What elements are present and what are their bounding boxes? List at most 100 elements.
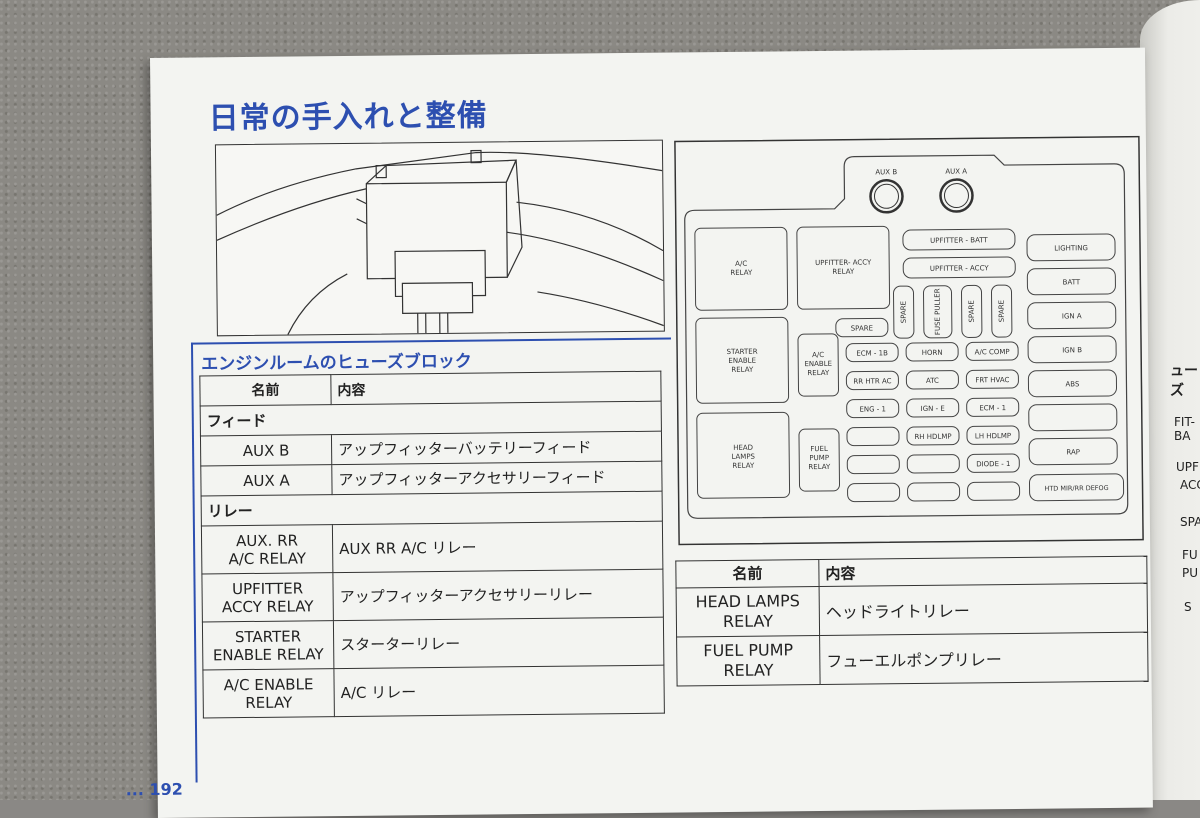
- fuse-block-diagram: AUX B AUX A A/C RELAY UPFITTER- ACCY REL…: [674, 135, 1144, 546]
- facing-text: PU: [1182, 566, 1199, 580]
- maxi-fuse-abs: [1027, 369, 1118, 398]
- fuse-horn: [905, 342, 959, 362]
- relay-label: A/C: [812, 351, 824, 359]
- facing-text: ューズ: [1170, 363, 1198, 399]
- fuse-label: RH HDLMP: [914, 433, 951, 441]
- fuse-spare-v: [990, 284, 1013, 338]
- fuse-block-illustration: [214, 139, 665, 337]
- section-rule: [190, 337, 671, 345]
- aux-a-label: AUX A: [945, 167, 967, 175]
- cell-name-line: A/C ENABLE: [223, 674, 314, 694]
- cell-name-line: RELAY: [245, 693, 293, 712]
- fuse-lh-hdlmp: [966, 425, 1020, 445]
- cell-content: アップフィッターアクセサリーリレー: [332, 569, 664, 621]
- fuse-label: SPARE: [900, 301, 908, 323]
- fuse-label: FUSE PULLER: [933, 288, 941, 335]
- fuse-label: UPFITTER - BATT: [930, 236, 988, 245]
- fuse-ign-e: [906, 398, 960, 418]
- maxi-fuse-htd-mir: [1028, 473, 1125, 502]
- relay-label: RELAY: [832, 268, 855, 276]
- relay-label: ENABLE: [804, 360, 832, 368]
- table-row: AUX A アップフィッターアクセサリーフィード: [200, 461, 663, 496]
- cell-name-line: STARTER: [234, 626, 302, 646]
- cell-name-line: HEAD LAMPS: [695, 591, 800, 612]
- fuse-ecm-1b: [845, 342, 899, 363]
- fuse-label: ECM - 1B: [856, 349, 888, 357]
- fuse-label: FRT HVAC: [975, 376, 1009, 384]
- relay-ac-enable: [797, 333, 840, 397]
- cell-name-line: A/C RELAY: [228, 548, 307, 568]
- relay-label: ENABLE: [728, 357, 756, 365]
- cell-content: AUX RR A/C リレー: [332, 521, 663, 573]
- group-label: リレー: [201, 491, 663, 526]
- relay-label: UPFITTER- ACCY: [815, 258, 872, 267]
- fuse-label: LH HDLMP: [975, 432, 1011, 440]
- fuse-empty: [907, 482, 961, 502]
- cell-name: AUX A: [200, 464, 333, 496]
- aux-b-terminal: [869, 179, 904, 214]
- page-number-value: 192: [149, 779, 183, 800]
- fuse-label: A/C COMP: [975, 348, 1010, 356]
- maxi-fuse-batt: [1026, 267, 1116, 296]
- fuse-block-drawing: [216, 149, 665, 335]
- fuse-empty: [906, 454, 960, 474]
- facing-text: ACC: [1180, 478, 1200, 492]
- group-label: フィード: [200, 401, 662, 436]
- relay-head-lamps: [696, 411, 791, 499]
- section-rule-vertical: [190, 342, 198, 783]
- cell-name-line: RELAY: [723, 660, 774, 681]
- aux-b-label: AUX B: [875, 168, 897, 176]
- cell-content: アップフィッターアクセサリーフィード: [331, 461, 663, 495]
- fuse-table-1: 名前 内容 フィード AUX B アップフィッターバッテリーフィード AUX A…: [199, 371, 665, 719]
- section-title: エンジンルームのヒューズブロック: [201, 351, 472, 375]
- relay-label: A/C: [735, 260, 747, 268]
- page-title: 日常の手入れと整備: [208, 98, 488, 137]
- relay-label: RELAY: [732, 462, 755, 470]
- manual-page: 日常の手入れと整備 エンジンルームのヒューズブロッ: [126, 47, 1153, 818]
- cell-name-line: FUEL PUMP: [703, 640, 794, 661]
- cell-content: アップフィッターバッテリーフィード: [331, 431, 662, 465]
- facing-text: UPFIT: [1176, 460, 1200, 474]
- relay-label: LAMPS: [731, 453, 755, 461]
- fuse-empty: [967, 481, 1021, 501]
- relay-label: RELAY: [807, 369, 830, 377]
- col-header-name: 名前: [199, 374, 332, 406]
- fuse-upfitter-batt: [902, 228, 1016, 251]
- fuse-ac-comp: [965, 341, 1019, 361]
- relay-label: RELAY: [731, 366, 754, 374]
- relay-upfitter-accy: [796, 225, 891, 310]
- fuse-label: SPARE: [968, 300, 976, 322]
- fuse-spare-v: [960, 284, 983, 338]
- cell-name: AUX B: [200, 434, 332, 466]
- fuse-label: IGN B: [1062, 346, 1082, 354]
- fuse-ecm-1: [966, 397, 1020, 417]
- facing-text: FIT-BA: [1174, 415, 1195, 443]
- diagram-border: [674, 135, 1144, 546]
- fuse-puller: [923, 285, 953, 339]
- fuse-label: SPARE: [998, 300, 1006, 322]
- fuse-label: RR HTR AC: [853, 377, 891, 385]
- col-header-name: 名前: [675, 559, 820, 589]
- relay-label: FUEL: [810, 445, 828, 453]
- cell-content: スターターリレー: [333, 617, 664, 669]
- fuse-atc: [905, 370, 959, 390]
- facing-text: SPA: [1180, 515, 1200, 529]
- fuse-label: IGN - E: [921, 405, 945, 413]
- fuse-eng-1: [846, 398, 900, 419]
- cell-content: フューエルポンプリレー: [819, 632, 1149, 685]
- maxi-fuse-rap: [1028, 437, 1118, 466]
- fuse-label: UPFITTER - ACCY: [930, 264, 990, 273]
- fuse-upfitter-accy: [902, 256, 1016, 279]
- relay-label: RELAY: [730, 269, 753, 277]
- cell-name-line: AUX. RR: [236, 530, 299, 550]
